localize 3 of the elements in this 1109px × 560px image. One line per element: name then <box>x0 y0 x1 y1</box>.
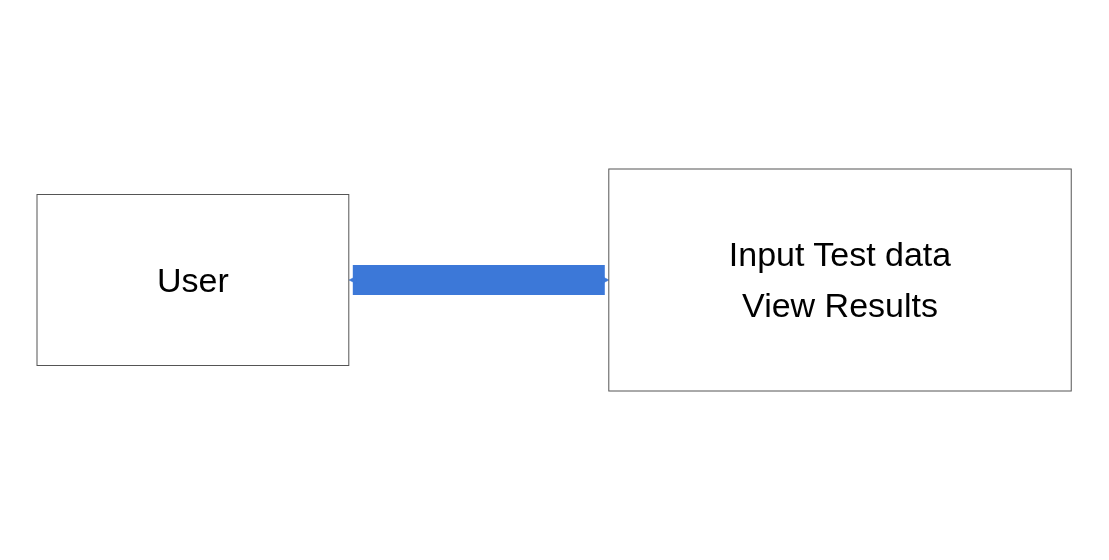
node-box: User <box>36 194 350 366</box>
arrow <box>349 265 610 295</box>
node-box: Input Test data View Results <box>608 168 1073 392</box>
